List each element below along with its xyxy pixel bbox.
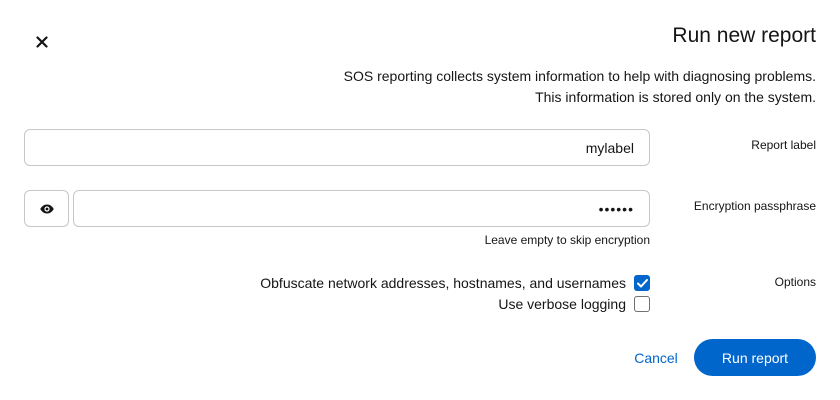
description-line-1: .SOS reporting collects system informati…: [343, 68, 816, 84]
cancel-button[interactable]: Cancel: [624, 340, 688, 376]
passphrase-label: Encryption passphrase: [693, 199, 816, 213]
obfuscate-checkbox[interactable]: [634, 275, 650, 291]
option-obfuscate: Obfuscate network addresses, hostnames, …: [260, 273, 650, 293]
checkmark-icon: [636, 278, 648, 287]
options-label: Options: [774, 275, 816, 289]
show-passphrase-button[interactable]: [24, 190, 69, 227]
verbose-checkbox[interactable]: [634, 296, 650, 312]
dialog-title: Run new report: [672, 24, 816, 47]
eye-icon: [39, 204, 54, 213]
close-icon: [36, 36, 48, 48]
passphrase-input[interactable]: [73, 190, 650, 227]
passphrase-helper-text: Leave empty to skip encryption: [484, 233, 650, 247]
close-button[interactable]: [26, 26, 58, 58]
option-verbose-label: Use verbose logging: [498, 296, 626, 312]
option-verbose: Use verbose logging: [498, 294, 650, 314]
run-report-button[interactable]: Run report: [694, 339, 816, 376]
description-line-2: .This information is stored only on the …: [535, 89, 816, 105]
option-obfuscate-label: Obfuscate network addresses, hostnames, …: [260, 275, 626, 291]
report-label-input[interactable]: [24, 129, 650, 166]
report-label-label: Report label: [751, 138, 816, 152]
